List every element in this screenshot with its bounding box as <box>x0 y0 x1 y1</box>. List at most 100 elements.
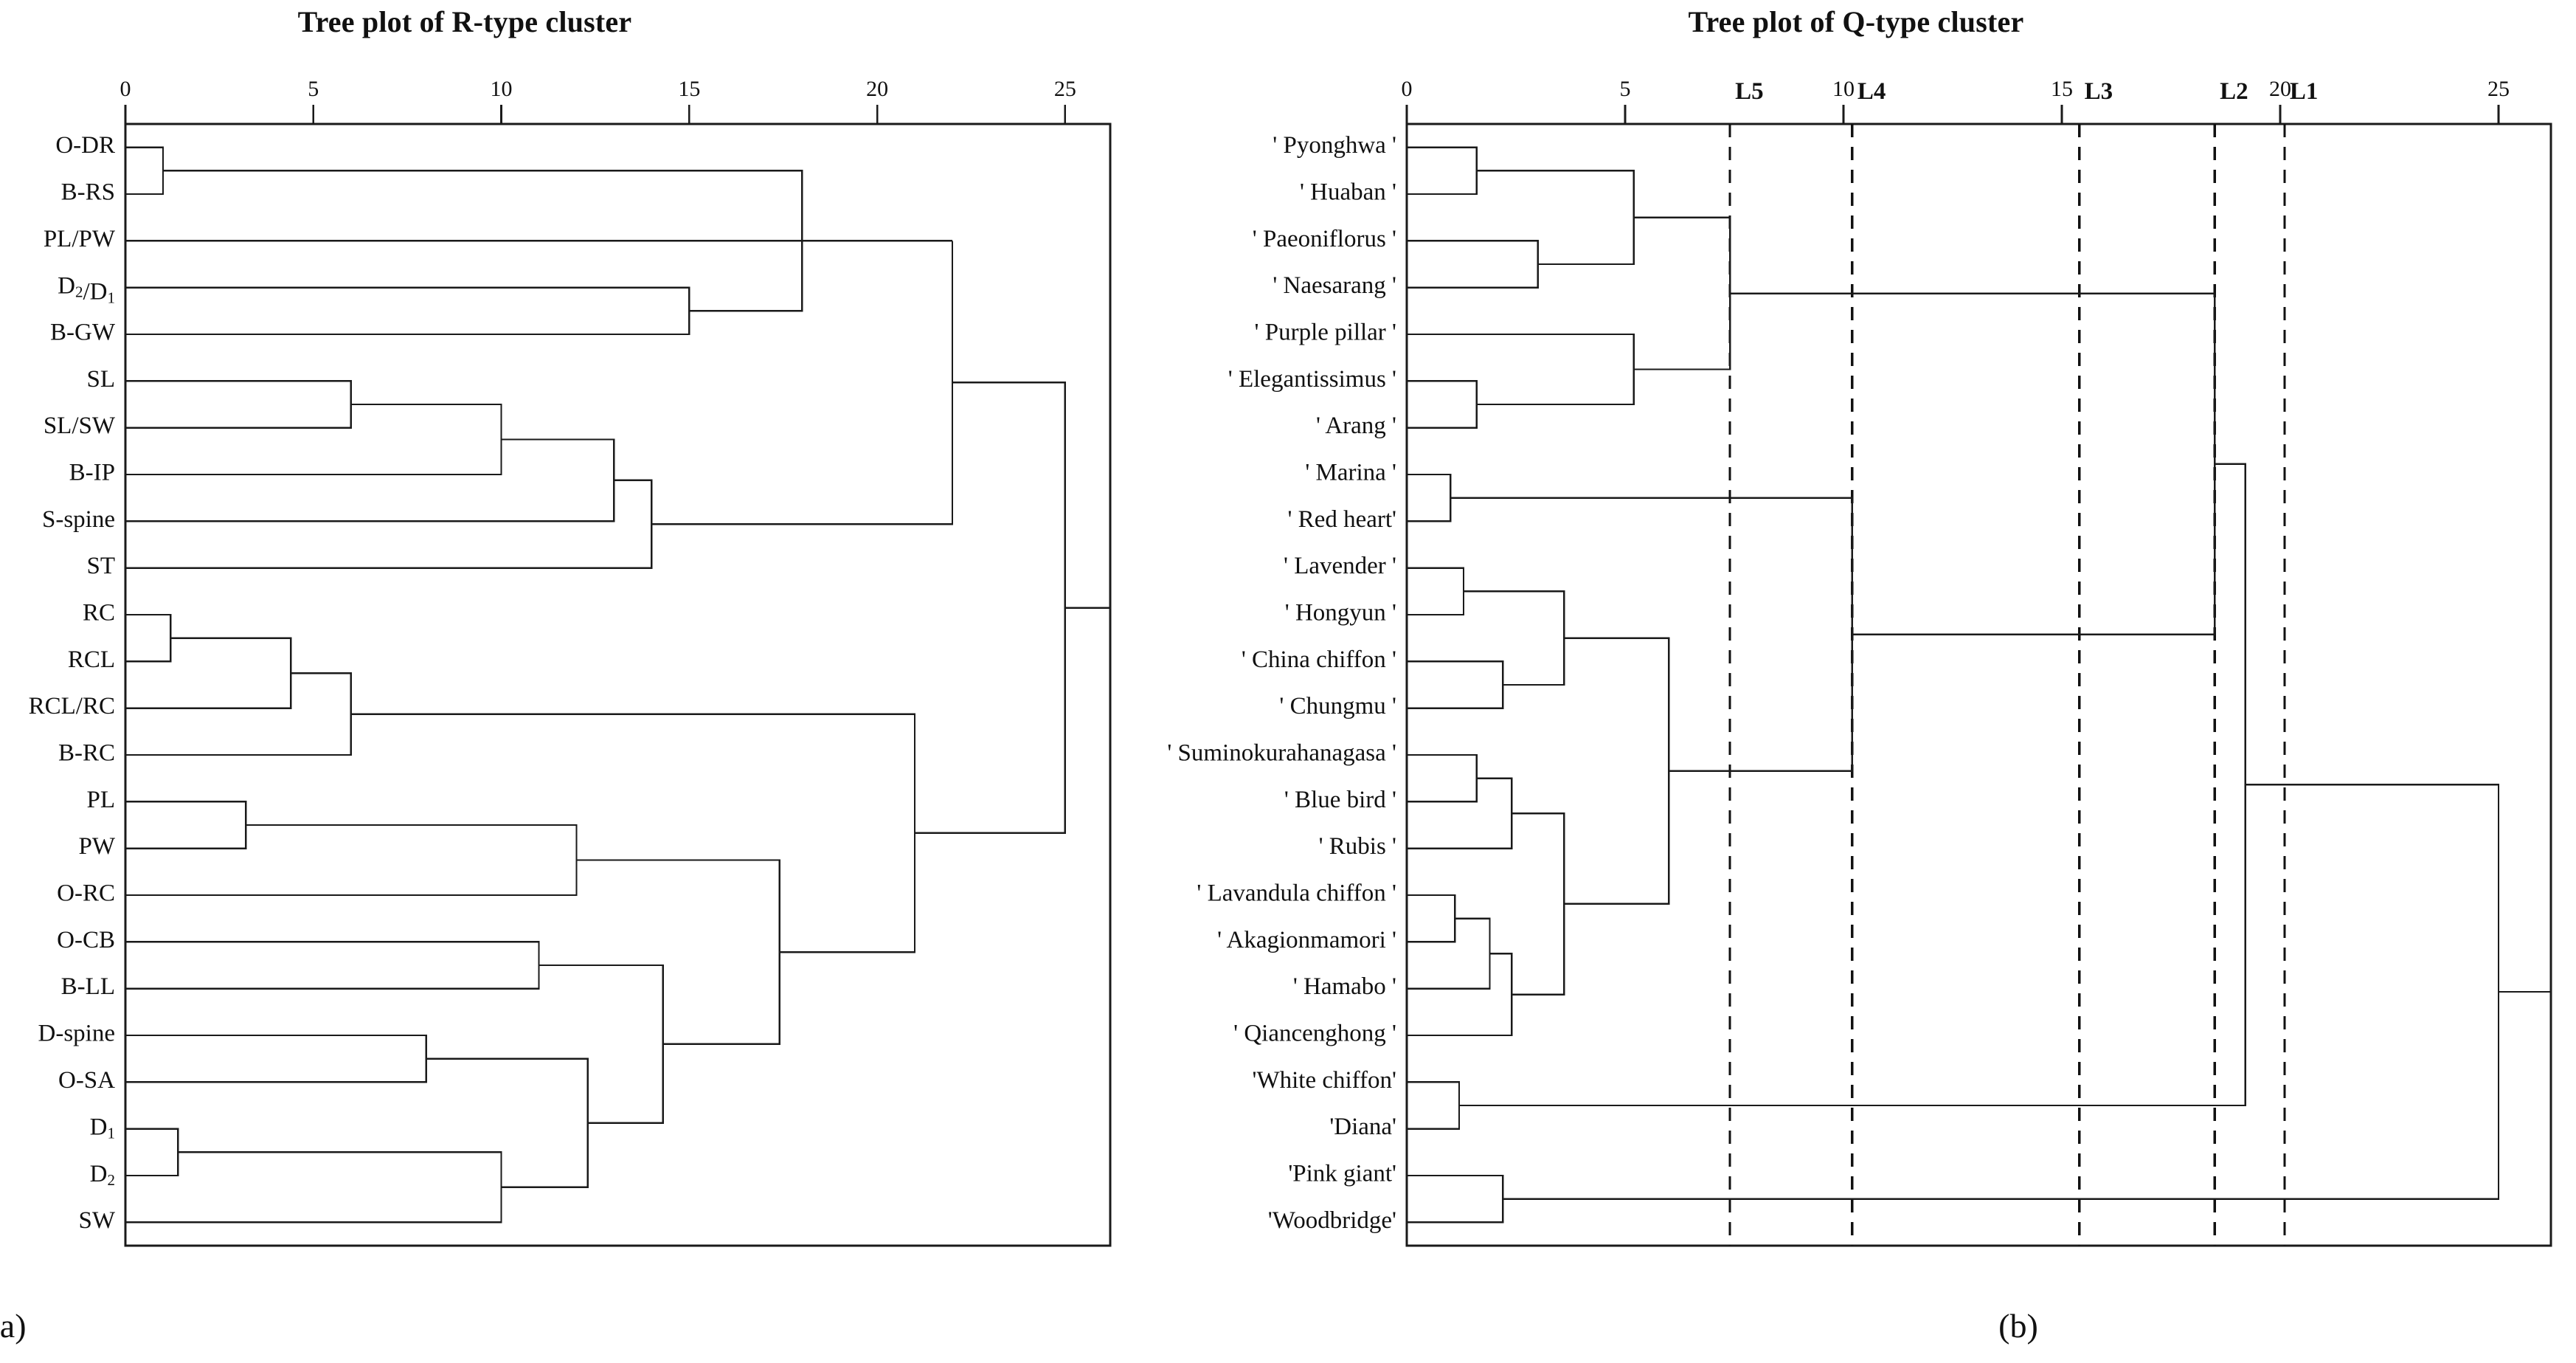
dendrogram-branch <box>125 479 653 569</box>
dendrogram-branch <box>1503 784 2500 1200</box>
leaf-label: B-IP <box>69 460 115 486</box>
leaf-label: B-LL <box>61 973 115 1000</box>
dendrogram-branch <box>426 1057 589 1189</box>
plot-frame <box>1405 123 2552 1247</box>
leaf-label: ' Lavandula chiffon ' <box>1197 880 1396 907</box>
dendrogram-branch <box>1407 380 1478 429</box>
leaf-label: 'Diana' <box>1329 1114 1396 1140</box>
axis-tick-label: 15 <box>2051 77 2073 101</box>
leaf-label: B-RC <box>58 740 115 767</box>
axis-tick-label: 10 <box>1832 77 1855 101</box>
leaf-label: 'White chiffon' <box>1253 1067 1396 1094</box>
dendrogram-branch <box>1450 497 1854 772</box>
leaf-label: ' Purple pillar ' <box>1255 320 1396 346</box>
panel-a-caption: (a) <box>0 1307 27 1345</box>
leaf-label: ' China chiffon ' <box>1242 646 1396 673</box>
leaf-label: ' Lavender ' <box>1284 553 1396 579</box>
leaf-label: ' Elegantissimus ' <box>1228 366 1396 393</box>
dendrogram-branch <box>1407 660 1504 709</box>
dendrogram-branch <box>1407 1174 1504 1224</box>
leaf-label: ' Arang ' <box>1316 413 1396 439</box>
leaf-label: PL/PW <box>44 226 116 252</box>
dendrogram-branch <box>1407 753 1478 803</box>
leaf-label: ' Chungmu ' <box>1279 693 1396 720</box>
panel-a-title: Tree plot of R-type cluster <box>297 5 632 38</box>
leaf-label: SL <box>86 366 115 393</box>
leaf-label: ' Red heart' <box>1287 506 1396 533</box>
dendrogram-branch <box>915 382 1067 835</box>
dendrogram-branch <box>1633 216 1731 370</box>
leaf-label: ' Qiancenghong ' <box>1233 1021 1396 1047</box>
dendrogram-branch <box>1459 463 2246 1107</box>
dendrogram-branch <box>125 613 172 663</box>
dendrogram-branch <box>125 146 165 196</box>
dendrogram-branch <box>576 859 780 1046</box>
leaf-label: SL/SW <box>44 413 116 439</box>
leaf-label: ST <box>86 553 115 579</box>
axis-tick-label: 20 <box>2269 77 2291 101</box>
leaf-label: B-GW <box>50 320 116 346</box>
dendrogram-branch <box>125 801 247 849</box>
leaf-label: ' Rubis ' <box>1319 833 1396 860</box>
leaf-label: ' Paeoniflorus ' <box>1253 226 1396 252</box>
cut-line-label-L2: L2 <box>2220 78 2248 105</box>
dendrogram-branch <box>125 1034 427 1083</box>
leaf-label: D2/D1 <box>58 272 115 306</box>
panel-b-title: Tree plot of Q-type cluster <box>1688 5 2024 38</box>
leaf-label: ' Blue bird ' <box>1284 787 1396 813</box>
leaf-label: O-RC <box>57 880 115 907</box>
dendrogram-branch <box>1407 240 1539 289</box>
dendrogram-branch <box>1564 637 1670 905</box>
leaf-label: D2 <box>90 1161 115 1189</box>
dendrogram-branch <box>1407 146 1478 196</box>
dendrogram-branch <box>1407 567 1465 616</box>
dendrogram-branch <box>125 286 690 336</box>
dendrogram-branch <box>125 403 502 476</box>
dendrogram-branch <box>1407 1081 1461 1130</box>
cut-line-label-L3: L3 <box>2085 78 2113 105</box>
leaf-label: PL <box>86 787 115 813</box>
dendrogram-branch <box>125 637 292 709</box>
leaf-label: ' Suminokurahanagasa ' <box>1167 740 1396 767</box>
dendrogram-branch <box>1730 292 2216 635</box>
panel-b-caption: (b) <box>1998 1307 2038 1345</box>
dendrogram-branch <box>125 380 352 429</box>
leaf-label: PW <box>79 833 116 860</box>
leaf-label: D1 <box>90 1114 115 1142</box>
dendrogram-branch <box>125 1128 179 1177</box>
axis-tick-label: 0 <box>120 77 131 101</box>
dendrogram-branch <box>539 964 664 1124</box>
dendrogram-branch <box>350 713 916 953</box>
dendrogram-branch <box>125 672 352 756</box>
leaf-label: O-DR <box>55 132 115 159</box>
leaf-label: RCL <box>68 646 115 673</box>
axis-tick-label: 25 <box>1054 77 1076 101</box>
leaf-label: S-spine <box>42 506 115 533</box>
leaf-label: 'Pink giant' <box>1288 1161 1396 1187</box>
axis-tick-label: 5 <box>308 77 319 101</box>
dendrogram-branch <box>125 941 540 990</box>
dendrogram-branch <box>125 1151 502 1224</box>
plot-frame <box>124 123 1112 1247</box>
leaf-label: D-spine <box>38 1021 115 1047</box>
dendrogram-branch <box>1407 333 1635 406</box>
leaf-label: B-RS <box>61 179 115 206</box>
cut-line-label-L5: L5 <box>1735 78 1764 105</box>
dendrogram-branch <box>1407 473 1452 522</box>
dendrogram-branch <box>1407 777 1513 849</box>
axis-tick-label: 10 <box>491 77 513 101</box>
dendrogram-branch <box>125 824 578 897</box>
dendrogram-branch <box>1512 812 1565 995</box>
leaf-label: ' Naesarang ' <box>1273 272 1396 299</box>
leaf-label: RCL/RC <box>29 693 115 720</box>
leaf-label: 'Woodbridge' <box>1268 1207 1396 1234</box>
axis-tick-label: 0 <box>1402 77 1413 101</box>
dendrogram-branch <box>1407 917 1491 990</box>
axis-tick-label: 5 <box>1619 77 1630 101</box>
axis-tick-label: 15 <box>678 77 700 101</box>
